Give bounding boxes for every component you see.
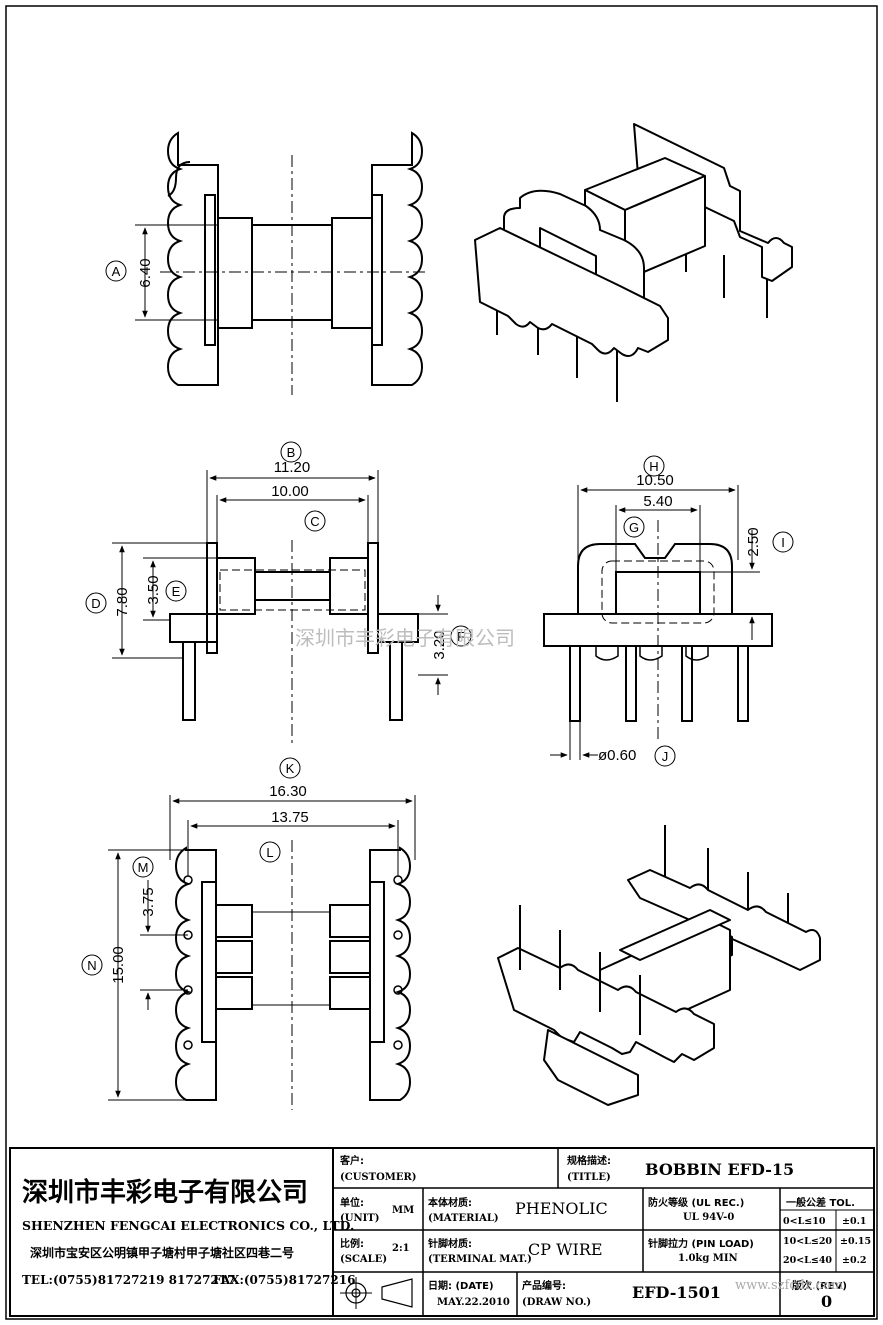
title-value: BOBBIN EFD-15 <box>645 1160 795 1179</box>
dim-g-value: 5.40 <box>643 493 672 510</box>
company-fax: FAX:(0755)81727216 <box>213 1273 356 1287</box>
material-label: 本体材质: <box>428 1198 472 1209</box>
iso-view-top <box>474 123 793 402</box>
material-label-en: (MATERIAL) <box>428 1213 499 1224</box>
company-tel: TEL:(0755)81727219 81727217 <box>22 1273 236 1287</box>
dim-b: 11.20 B 10.00 C <box>206 441 379 543</box>
callout-b: B <box>287 445 296 460</box>
material-value: PHENOLIC <box>515 1199 608 1218</box>
dim-l-value: 13.75 <box>271 809 309 826</box>
company-address: 深圳市宝安区公明镇甲子塘村甲子塘社区四巷二号 <box>30 1246 295 1260</box>
rev-value: 0 <box>821 1292 833 1311</box>
tol-value-3: ±0.2 <box>842 1255 867 1266</box>
scale-label-en: (SCALE) <box>340 1254 388 1265</box>
date-label: 日期: (DATE) <box>428 1281 494 1292</box>
dim-b2-value: 10.00 <box>271 483 309 500</box>
callout-f: F <box>457 629 465 644</box>
callout-k: K <box>286 761 295 776</box>
dim-i: 2.50 I <box>700 527 794 640</box>
dim-k: 16.30 K 13.75 L <box>169 757 416 876</box>
callout-l: L <box>266 845 273 860</box>
title-label: 规格描述: <box>567 1156 611 1167</box>
terminal-label: 针脚材质: <box>428 1239 472 1250</box>
dim-f: 3.20 F <box>418 595 472 695</box>
callout-e: E <box>172 584 181 599</box>
dim-j: ø0.60 J <box>550 721 676 767</box>
title-label-en: (TITLE) <box>567 1172 611 1183</box>
company-name-en: SHENZHEN FENGCAI ELECTRONICS CO., LTD. <box>22 1218 355 1233</box>
watermark-url: www.szfcdz.com <box>735 1278 844 1293</box>
customer-label-en: (CUSTOMER) <box>340 1172 417 1183</box>
callout-j: J <box>662 749 669 764</box>
dim-b-value: 11.20 <box>274 459 310 476</box>
dim-h: 10.50 H 5.40 G <box>577 455 739 572</box>
dim-n: 15.00 N 3.75 M <box>81 849 188 1101</box>
dim-j-value: ø0.60 <box>598 747 636 764</box>
tol-label: 一般公差 TOL. <box>786 1198 855 1209</box>
rev-label: 版次 (REV) <box>792 1281 847 1292</box>
dim-a: 6.40 A <box>105 224 218 321</box>
callout-a: A <box>112 264 121 279</box>
dim-f-value: 3.20 <box>431 630 448 659</box>
unit-label: 单位: <box>340 1198 364 1209</box>
dim-i-value: 2.50 <box>745 527 762 556</box>
terminal-label-en: (TERMINAL MAT.) <box>428 1254 532 1265</box>
dim-d: 7.80 D 3.50 E <box>85 542 217 659</box>
dim-k-value: 16.30 <box>269 783 307 800</box>
unit-label-en: (UNIT) <box>340 1213 380 1224</box>
callout-d: D <box>91 596 100 611</box>
scale-label: 比例: <box>340 1239 364 1250</box>
customer-label: 客户: <box>340 1156 364 1167</box>
ul-value: UL 94V-0 <box>683 1212 735 1223</box>
terminal-value: CP WIRE <box>528 1240 603 1259</box>
tol-range-2: 10<L≤20 <box>783 1236 833 1247</box>
drawno-label-en: (DRAW NO.) <box>522 1297 592 1308</box>
tol-range-1: 0<L≤10 <box>783 1216 826 1227</box>
bottom-view <box>174 846 412 1101</box>
top-view <box>166 131 424 386</box>
dim-a-value: 6.40 <box>137 258 154 287</box>
sheet-border <box>5 5 878 1320</box>
tol-range-3: 20<L≤40 <box>783 1255 833 1266</box>
callout-c: C <box>310 514 319 529</box>
dim-m-value: 3.75 <box>140 887 157 916</box>
callout-g: G <box>629 520 639 535</box>
scale-value: 2:1 <box>392 1243 410 1254</box>
callout-m: M <box>138 860 149 875</box>
callout-n: N <box>87 958 96 973</box>
pin-load-label: 针脚拉力 (PIN LOAD) <box>648 1239 754 1250</box>
drawno-value: EFD-1501 <box>632 1283 721 1302</box>
drawno-label: 产品编号: <box>522 1281 566 1292</box>
tol-value-2: ±0.15 <box>840 1236 872 1247</box>
company-name-cn: 深圳市丰彩电子有限公司 <box>22 1178 309 1208</box>
dim-d-value: 7.80 <box>114 587 131 616</box>
watermark: 深圳市丰彩电子有限公司 <box>295 626 515 650</box>
dim-n-value: 15.00 <box>110 946 127 984</box>
pin-load-value: 1.0kg MIN <box>678 1253 738 1264</box>
tol-value-1: ±0.1 <box>842 1216 867 1227</box>
date-value: MAY.22.2010 <box>437 1297 510 1308</box>
callout-h: H <box>649 459 658 474</box>
unit-value: MM <box>392 1205 415 1216</box>
dim-h-value: 10.50 <box>636 472 674 489</box>
callout-i: I <box>781 535 785 550</box>
iso-view-bottom <box>497 825 821 1106</box>
ul-label: 防火等级 (UL REC.) <box>648 1198 745 1209</box>
dim-e-value: 3.50 <box>145 575 162 604</box>
title-block-lines <box>9 1147 875 1317</box>
